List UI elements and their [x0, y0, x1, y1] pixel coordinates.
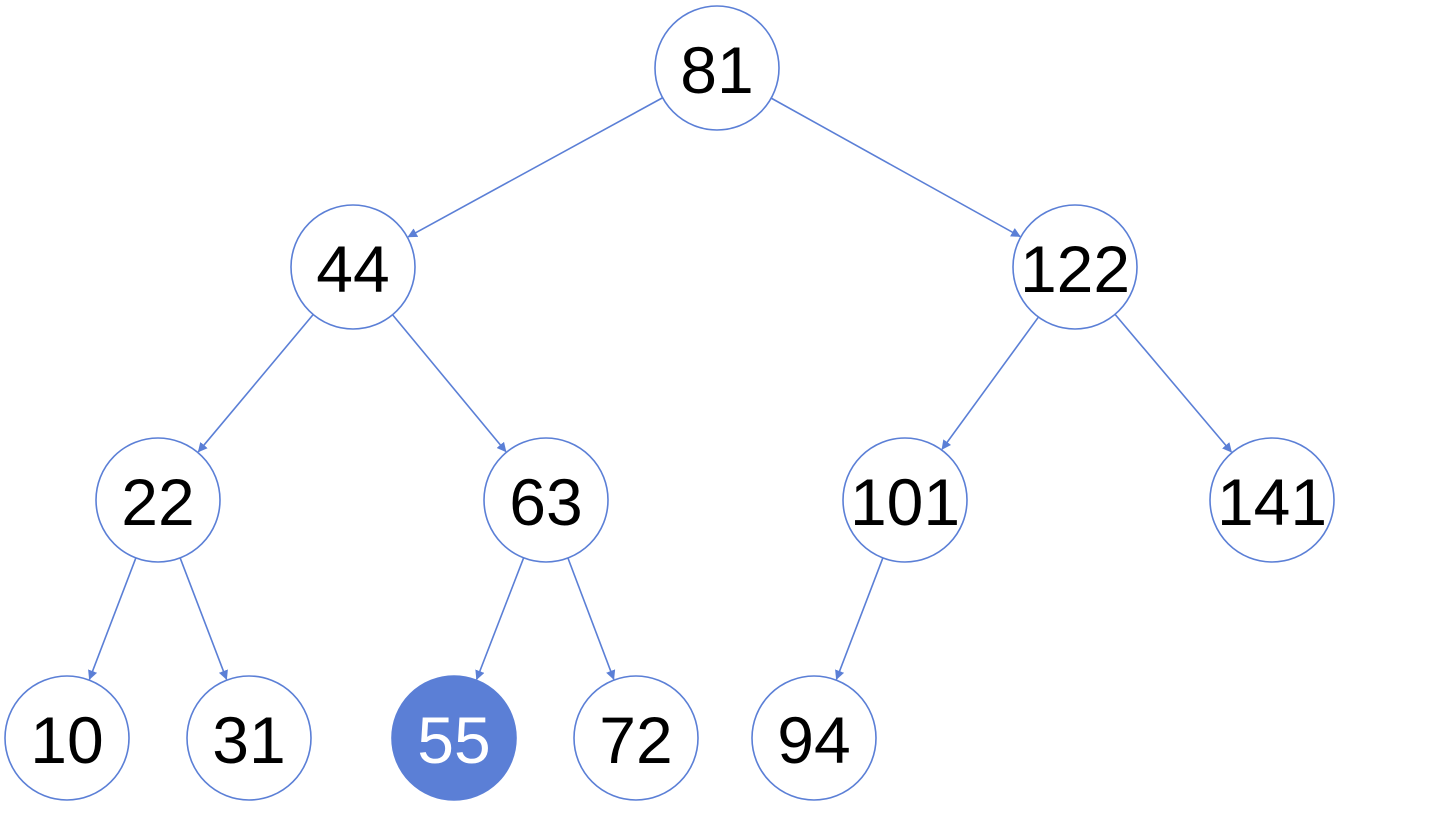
node-label: 10 — [30, 703, 103, 777]
node-label: 31 — [212, 703, 285, 777]
node-circle — [290, 204, 416, 330]
node-circle — [1012, 204, 1138, 330]
edge-n101-n94 — [835, 557, 884, 681]
tree-node-141: 141 — [1209, 437, 1335, 563]
tree-node-22: 22 — [95, 437, 221, 563]
edge-n22-n31 — [179, 557, 228, 681]
tree-node-122: 122 — [1012, 204, 1138, 330]
node-circle — [95, 437, 221, 563]
edge-n22-n10 — [88, 557, 137, 681]
edge-n81-n44 — [407, 97, 663, 238]
tree-node-31: 31 — [186, 675, 312, 801]
edge-n81-n122 — [770, 97, 1021, 238]
node-label: 55 — [417, 703, 490, 777]
tree-node-63: 63 — [483, 437, 609, 563]
node-label: 22 — [121, 465, 194, 539]
node-label: 72 — [599, 703, 672, 777]
edge-n63-n72 — [567, 557, 616, 680]
edge-n44-n63 — [391, 314, 507, 453]
edge-n63-n55 — [475, 557, 525, 681]
edge-n122-n101 — [941, 316, 1040, 450]
node-label: 94 — [777, 703, 850, 777]
edge-n122-n141 — [1114, 313, 1232, 453]
tree-node-44: 44 — [290, 204, 416, 330]
node-circle — [1209, 437, 1335, 563]
nodes-layer: 81 44 122 22 63 101 141 10 31 55 72 94 — [4, 5, 1335, 801]
node-label: 44 — [316, 232, 389, 306]
tree-node-72: 72 — [573, 675, 699, 801]
node-label: 141 — [1217, 465, 1327, 539]
node-circle — [186, 675, 312, 801]
edge-n44-n22 — [197, 314, 314, 453]
node-label: 63 — [509, 465, 582, 539]
tree-node-55: 55 — [391, 675, 517, 801]
node-circle — [751, 675, 877, 801]
highlighted-node-circle — [391, 675, 517, 801]
tree-node-10: 10 — [4, 675, 130, 801]
node-circle — [483, 437, 609, 563]
node-circle — [573, 675, 699, 801]
edges-layer — [88, 97, 1232, 681]
tree-node-94: 94 — [751, 675, 877, 801]
node-circle — [842, 437, 968, 563]
node-label: 101 — [850, 465, 960, 539]
node-label: 122 — [1020, 232, 1130, 306]
node-label: 81 — [680, 33, 753, 107]
node-circle — [4, 675, 130, 801]
tree-node-81: 81 — [654, 5, 780, 131]
node-circle — [654, 5, 780, 131]
tree-node-101: 101 — [842, 437, 968, 563]
